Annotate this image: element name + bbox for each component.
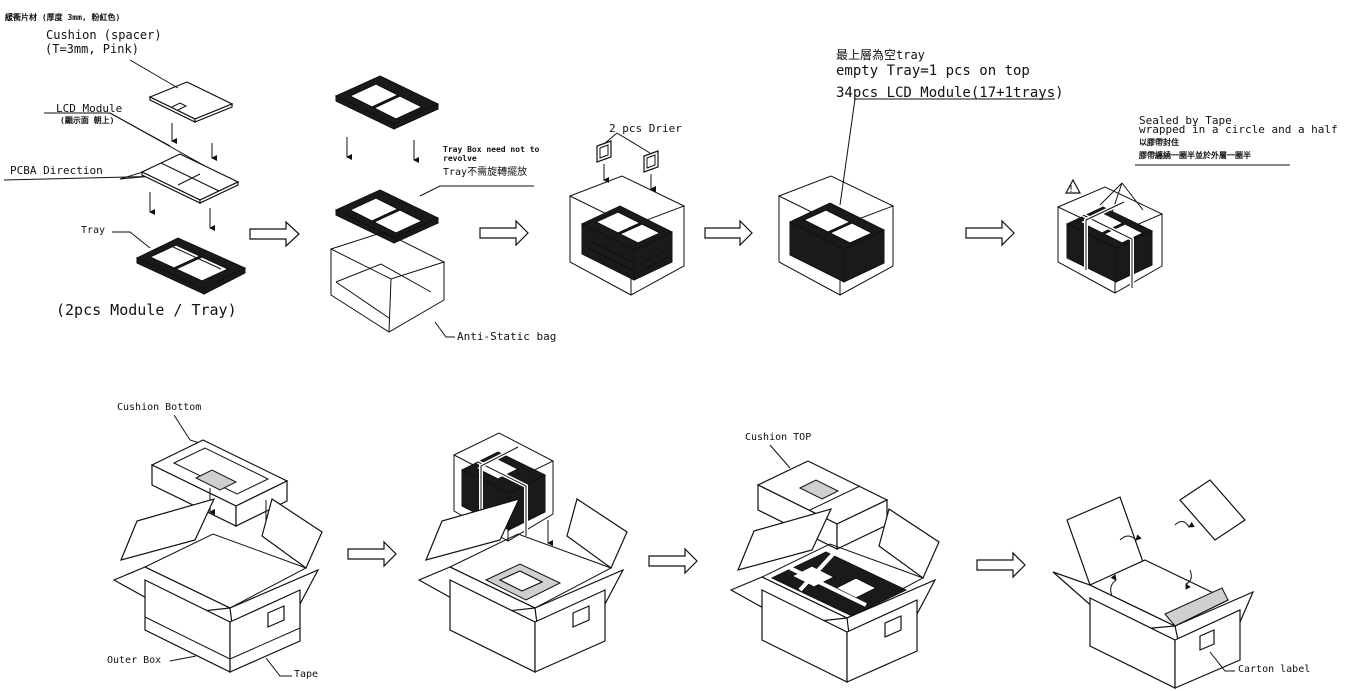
lcd-module-panel [140,153,240,204]
label-lcd-module: LCD Module [56,102,123,115]
tray-with-modules [135,237,247,295]
label-pcba-direction: PCBA Direction [10,164,103,177]
right-arrow-icon [965,219,1015,247]
right-arrow-icon [976,551,1026,579]
label-tape: Tape [294,669,319,680]
rotate-arrow-icon [1185,569,1192,590]
cushion-bottom-tray [150,439,289,527]
tray-top [334,75,440,130]
rotate-arrow-icon [1119,534,1142,541]
drier-pack-right [643,150,659,173]
step8-group [729,444,940,683]
label-empty-tray: empty Tray=1 pcs on top [836,63,1030,79]
sealed-box [1056,186,1164,294]
step7-group [417,432,628,673]
label-lcd-count: 34pcs LCD Module(17+1trays) [836,85,1064,101]
label-cushion-thickness: (T=3mm, Pink) [45,42,139,56]
label-tray-cn: Tray不需旋轉擺放 [443,167,528,178]
label-sealed-cn2: 膠帶纏繞一圈半並於外層一圈半 [1139,151,1251,160]
label-anti-static-bag: Anti-Static bag [457,330,557,343]
warning-label: ! [1068,184,1075,195]
tray-bottom [334,189,440,244]
label-module-per-tray: (2pcs Module / Tray) [56,301,237,319]
step1-group [3,59,247,295]
step6-group [112,414,323,677]
step9-group [1052,479,1255,689]
step3-group [568,132,686,296]
right-arrow-icon [704,219,753,247]
rotate-arrow-icon [1174,521,1195,528]
warning-triangle-icon [1064,178,1082,194]
outer-box-with-contents [729,508,940,683]
label-tray: Tray [81,225,106,236]
cushion-spacer-sheet [148,81,234,123]
label-empty-tray-cn: 最上層為空tray [836,48,925,62]
right-arrow-icon [479,219,529,247]
drier-pack-left [596,140,612,163]
label-cushion-top: Cushion TOP [745,432,812,443]
step5-group [1056,164,1290,294]
label-cushion-spacer: Cushion (spacer) [46,28,162,42]
label-tray-box-note2: revolve [443,154,477,163]
outer-box-open [112,498,323,673]
outer-box-closing [1052,479,1255,689]
right-arrow-icon [249,220,300,248]
label-lcd-module-cn: (顯示面 朝上) [60,116,115,125]
right-arrow-icon [648,547,698,575]
step4-group [777,98,1055,296]
label-drier: 2 pcs Drier [609,122,682,135]
label-cushion-cn: 緩衝片材 (厚度 3mm, 粉紅色) [5,13,121,22]
label-tray-box-note: Tray Box need not to [443,145,540,154]
label-outer-box: Outer Box [107,655,162,666]
outer-box-open-2 [417,498,628,673]
inner-box-stacked [777,175,895,296]
label-wrapped: wrapped in a circle and a half [1139,123,1338,136]
label-sealed-by-tape: Sealed by Tape [1139,114,1232,127]
right-arrow-icon [347,540,397,568]
label-sealed-cn1: 以膠帶封住 [1139,138,1179,147]
label-carton-label: Carton label [1238,664,1311,675]
step2-group [329,75,534,338]
rotate-arrow-icon [1110,574,1117,597]
label-cushion-bottom: Cushion Bottom [117,402,202,413]
anti-static-bag [329,231,446,333]
inner-box-with-trays [568,175,686,296]
